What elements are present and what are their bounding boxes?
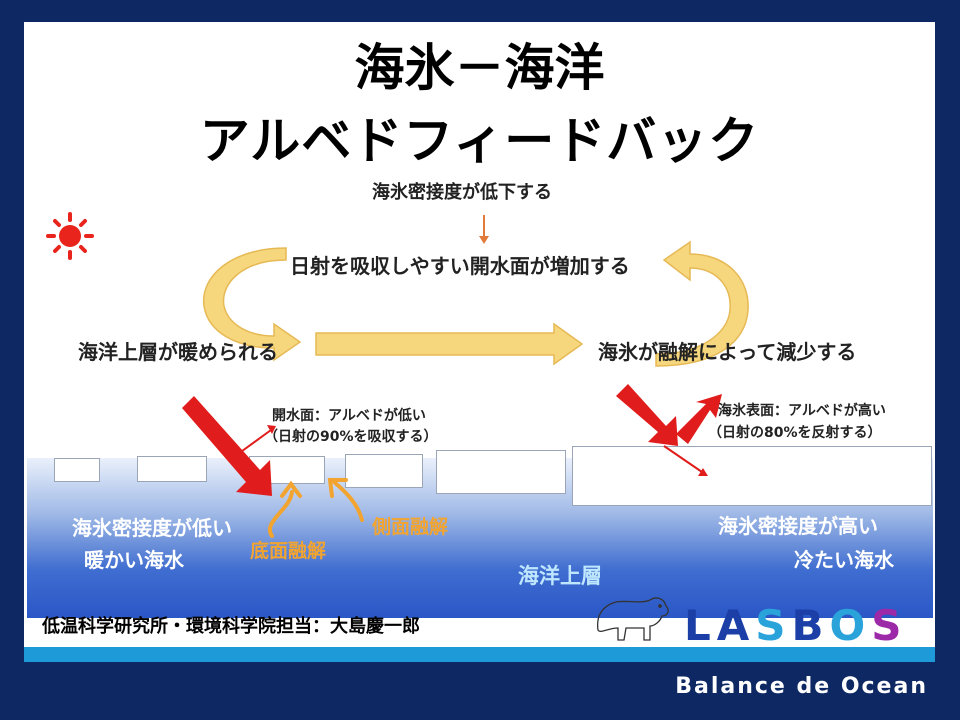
- curved-arrow-right: [655, 240, 749, 367]
- motto-text: Balance de Ocean: [675, 674, 928, 699]
- red-arrow-reflected: [676, 394, 722, 444]
- lateral-melt-arrow: [327, 478, 364, 522]
- cycle-top-label: 海氷密接度が低下する: [372, 182, 552, 203]
- slide-title-line2: アルベドフィードバック: [199, 112, 760, 170]
- diagram-graphics: [46, 212, 749, 641]
- red-arrow-incoming-right: [616, 384, 678, 446]
- polar-bear-logo: [596, 597, 669, 641]
- ocean-right-label-line1: 海氷密接度が高い: [718, 514, 878, 538]
- slide-panel: 海氷－海洋 アルベドフィードバック: [24, 22, 935, 662]
- red-arrow-incoming-left: [182, 396, 272, 496]
- ocean-right-label-line2: 冷たい海水: [794, 548, 894, 572]
- footer-stripe: [24, 647, 935, 662]
- cycle-right-label: 海氷が融解によって減少する: [598, 340, 857, 364]
- slide-title-line1: 海氷－海洋: [354, 39, 605, 97]
- ice-floe: [137, 456, 207, 482]
- ocean-left-label-line1: 海氷密接度が低い: [72, 516, 232, 540]
- open-water-note-line2: （日射の90%を吸収する）: [264, 429, 438, 445]
- ice-floe: [54, 458, 100, 482]
- open-water-note-line1: 開水面：アルベドが低い: [272, 408, 426, 424]
- down-arrow: [479, 215, 489, 244]
- ice-surface-note-line2: （日射の80%を反射する）: [708, 425, 882, 441]
- bottom-melt-arrow: [267, 480, 302, 538]
- lasbos-logo: LASBOS: [684, 601, 908, 650]
- ocean-left-label-line2: 暖かい海水: [84, 548, 184, 572]
- red-arrow-transmitted: [663, 445, 708, 476]
- ice-floe: [436, 450, 566, 494]
- ice-surface-note-line1: 海氷表面：アルベドが高い: [718, 403, 886, 419]
- credit-text: 低温科学研究所・環境科学院担当：大島慶一郎: [42, 616, 420, 637]
- arrow-right-horizontal: [315, 322, 584, 366]
- ocean-layer-label: 海洋上層: [518, 564, 602, 588]
- lateral-melt-label: 側面融解: [372, 516, 449, 538]
- ice-floe: [345, 454, 423, 488]
- sun-icon: [46, 212, 94, 260]
- ice-sheet: [572, 446, 932, 506]
- cycle-middle-label: 日射を吸収しやすい開水面が増加する: [290, 254, 630, 278]
- curved-arrow-left: [202, 247, 302, 362]
- bottom-melt-label: 底面融解: [250, 540, 327, 562]
- cycle-left-label: 海洋上層が暖められる: [78, 340, 278, 364]
- red-pointer-left: [237, 425, 276, 455]
